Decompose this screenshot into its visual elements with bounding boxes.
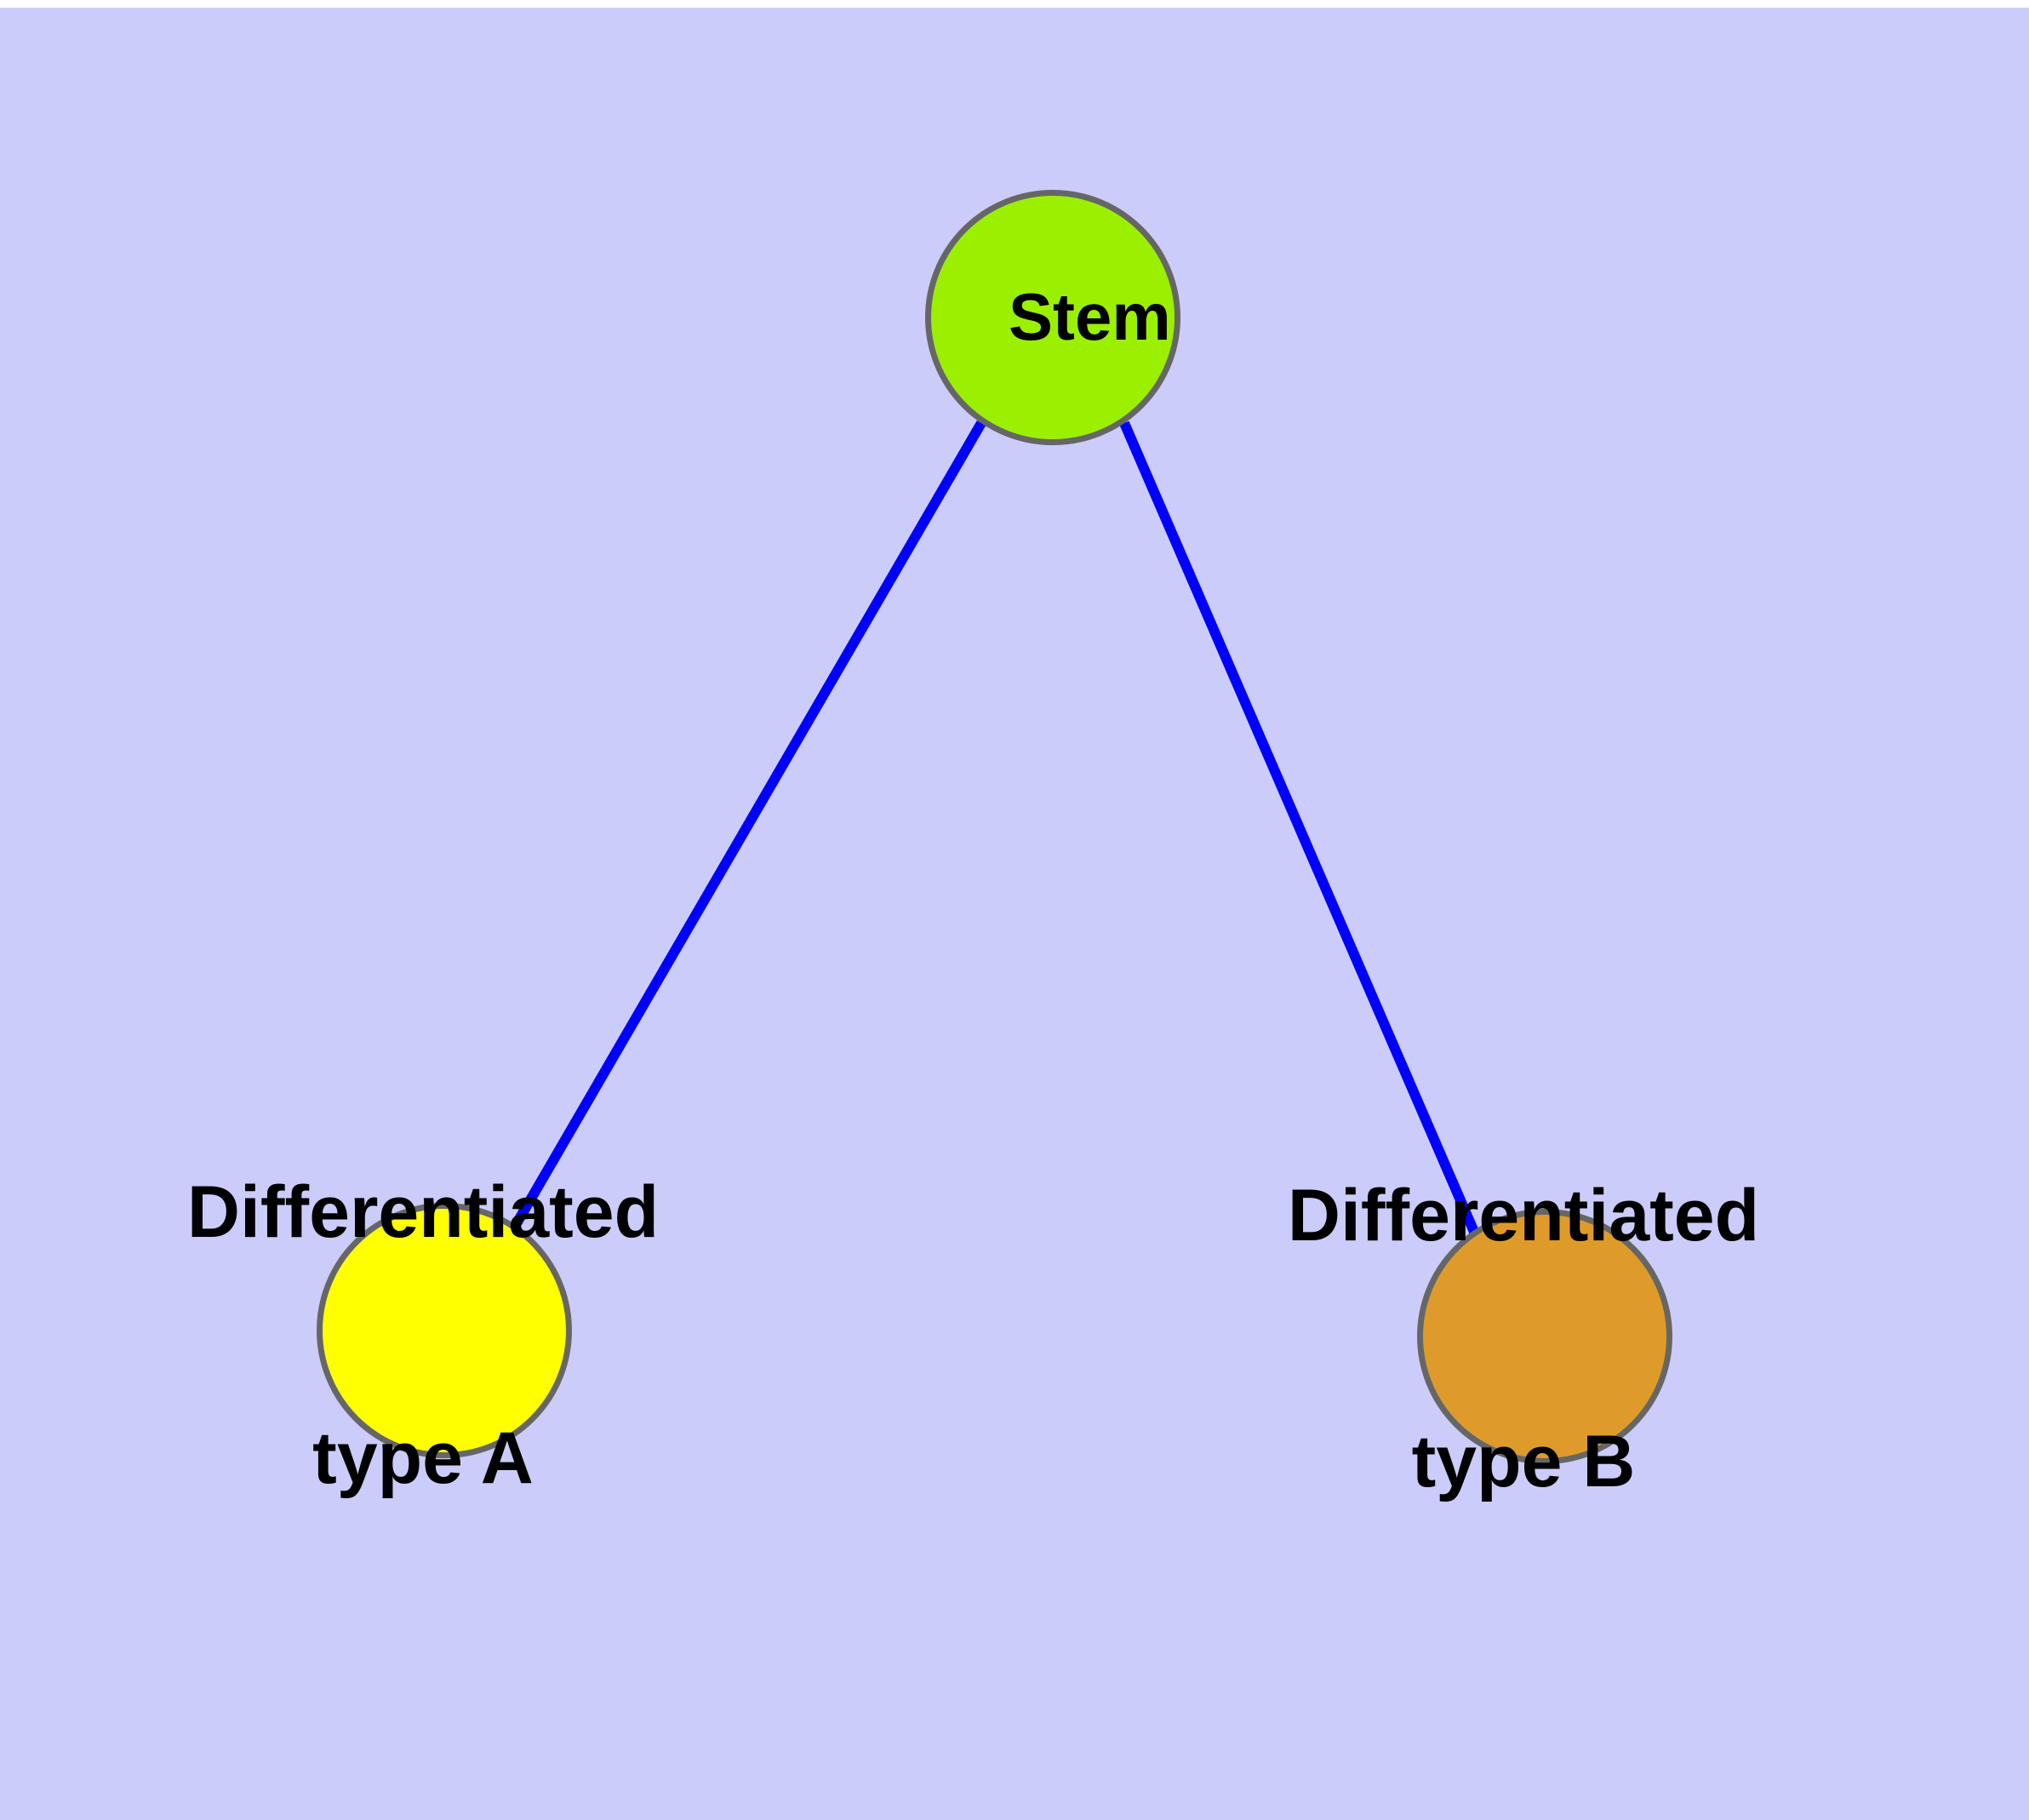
node-stem[interactable] — [925, 190, 1180, 445]
edge-layer — [511, 420, 1479, 1234]
edge-stem-to-diff-a — [511, 420, 986, 1228]
node-diff-a[interactable] — [317, 1203, 572, 1458]
node-layer — [317, 190, 1672, 1464]
node-diff-b[interactable] — [1417, 1209, 1672, 1464]
edge-stem-to-diff-b — [1119, 421, 1479, 1234]
